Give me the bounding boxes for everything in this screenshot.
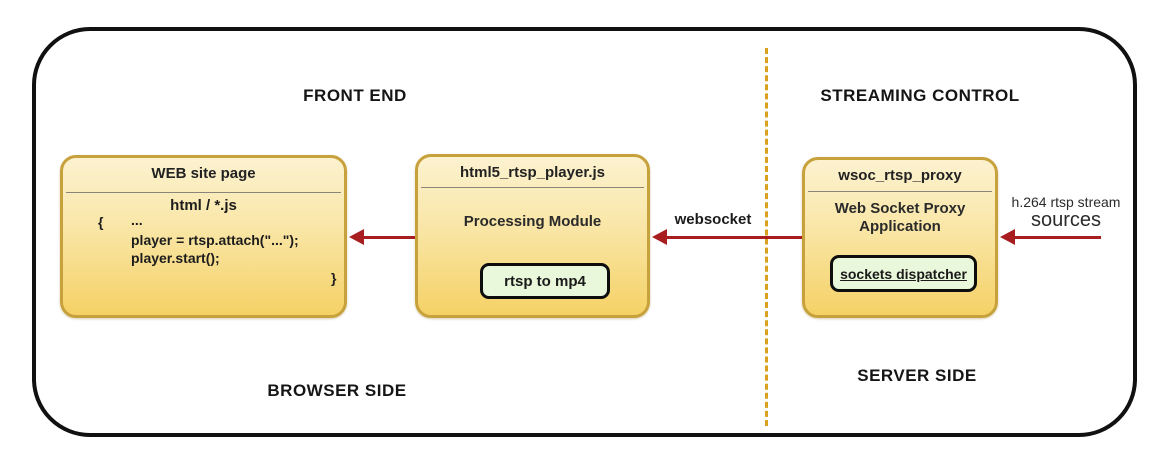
arrow-shaft <box>664 235 802 239</box>
node-body-text: Processing Module <box>463 213 602 230</box>
code-close-brace: } <box>331 270 337 286</box>
arrow-proxy-to-player <box>652 229 802 245</box>
region-label-browser-side: BROWSER SIDE <box>267 381 407 400</box>
node-title-divider <box>421 187 644 188</box>
arrow-sources-to-proxy <box>1000 229 1101 245</box>
node-web-site-page: WEB site page html / *.js { ... player =… <box>60 155 347 318</box>
code-line-ellipsis: ... <box>131 212 143 228</box>
arrowhead-left-icon <box>349 229 364 245</box>
badge-label: rtsp to mp4 <box>504 272 586 290</box>
badge-label: sockets dispatcher <box>840 265 967 282</box>
region-label-front-end: FRONT END <box>303 86 407 105</box>
node-title-divider <box>66 192 341 193</box>
node-title: wsoc_rtsp_proxy <box>838 167 962 184</box>
source-label-line1: h.264 rtsp stream <box>1011 194 1121 210</box>
node-title: WEB site page <box>151 165 256 182</box>
node-html5-rtsp-player: html5_rtsp_player.js Processing Module r… <box>415 154 650 318</box>
external-source-label: h.264 rtsp stream sources <box>995 195 1137 231</box>
arrow-player-to-web <box>349 229 415 245</box>
node-title: html5_rtsp_player.js <box>459 164 606 181</box>
edge-label-websocket: websocket <box>674 211 752 228</box>
code-open-brace: { <box>98 214 104 230</box>
region-label-server-side: SERVER SIDE <box>857 366 977 385</box>
arrowhead-left-icon <box>1000 229 1015 245</box>
region-label-streaming-control: STREAMING CONTROL <box>820 86 1020 105</box>
source-label-line2: sources <box>1030 209 1102 231</box>
node-wsoc-rtsp-proxy: wsoc_rtsp_proxy Web Socket Proxy Applica… <box>802 157 998 318</box>
badge-rtsp-to-mp4: rtsp to mp4 <box>480 263 610 299</box>
node-title-divider <box>808 191 992 192</box>
node-body-text: Web Socket Proxy Application <box>834 200 966 235</box>
arrowhead-left-icon <box>652 229 667 245</box>
code-line-attach: player = rtsp.attach("..."); <box>131 232 299 248</box>
arrow-shaft <box>1012 235 1101 239</box>
arrow-shaft <box>361 235 415 239</box>
code-line-start: player.start(); <box>131 250 220 266</box>
badge-sockets-dispatcher: sockets dispatcher <box>830 255 977 292</box>
node-subtitle: html / *.js <box>170 197 237 214</box>
